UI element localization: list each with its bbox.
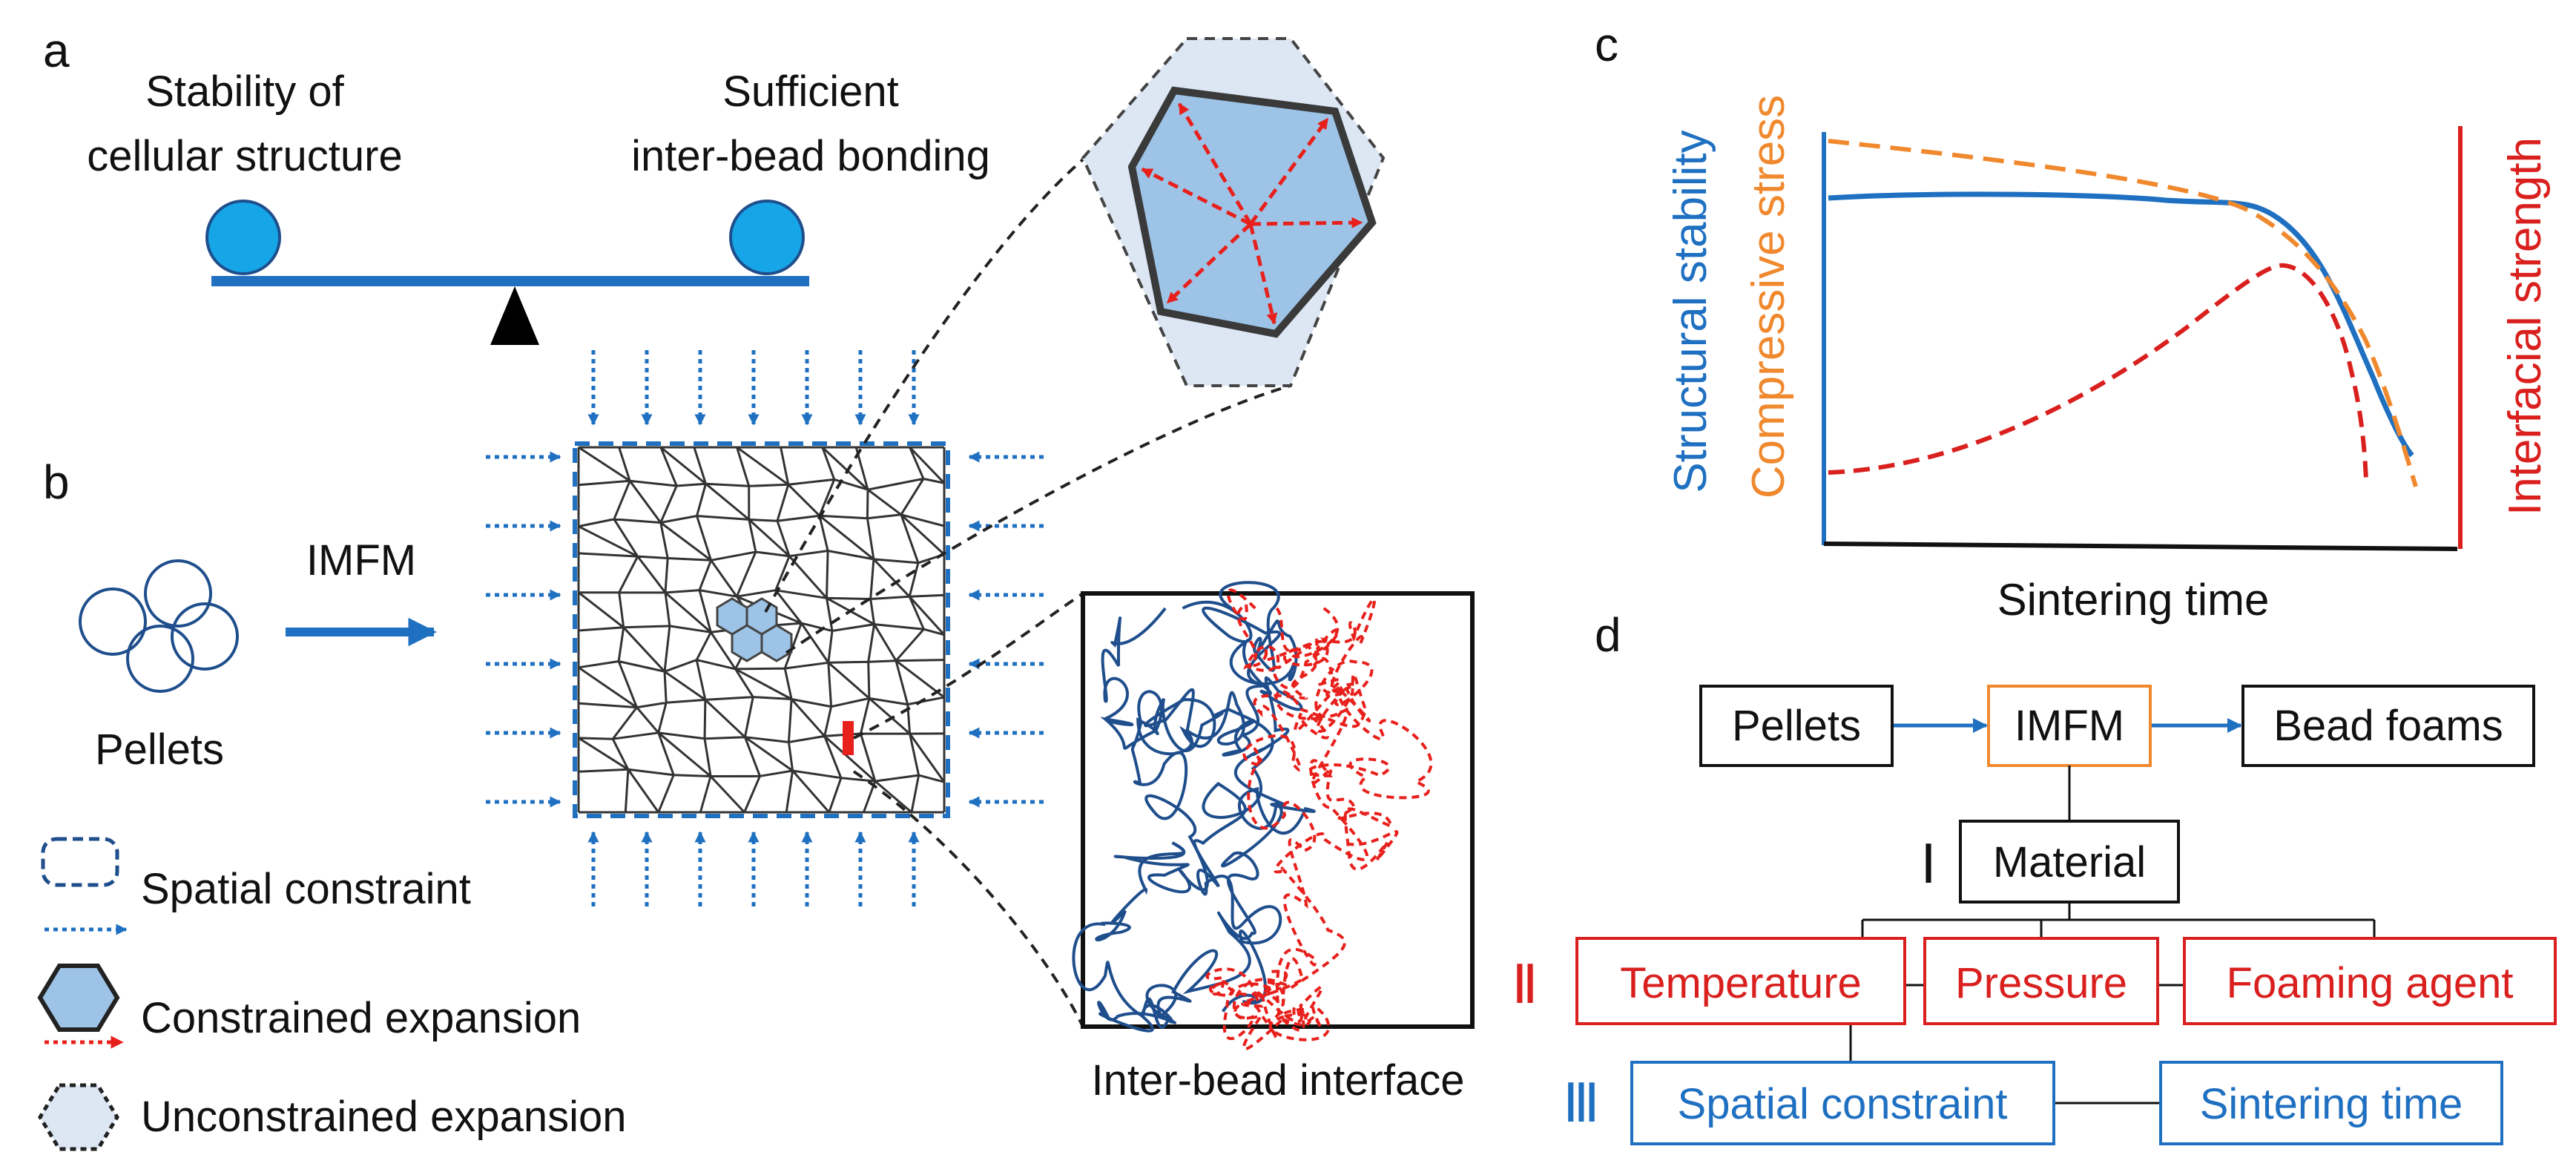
imfm-box — [1987, 685, 2152, 767]
imfm-label: IMFM — [306, 536, 416, 585]
panel-a-label: a — [43, 24, 70, 77]
polymer-chain — [1205, 597, 1433, 1040]
legend-constrained-expansion: Constrained expansion — [141, 994, 581, 1042]
constrained-cell — [1127, 86, 1377, 338]
zoom-lines — [764, 158, 1291, 1027]
pressure-box-label: Pressure — [1955, 959, 2127, 1007]
hexagon-zoom — [1081, 37, 1386, 387]
pellets-label: Pellets — [95, 725, 224, 774]
sintering-time-box-label: Sintering time — [2200, 1080, 2463, 1128]
pellets-icon — [79, 559, 239, 693]
balance-beam — [211, 276, 809, 286]
pellets-box — [1699, 685, 1894, 767]
material-box — [1959, 820, 2180, 904]
fulcrum — [490, 286, 539, 345]
panel-a: a Stability of cellular structure Suffic… — [43, 24, 990, 345]
left-ball — [205, 200, 281, 275]
interface-marker — [843, 721, 854, 755]
x-axis — [1823, 542, 2458, 551]
tree-connectors — [1849, 766, 2376, 1105]
legend-spatial-constraint: Spatial constraint — [141, 865, 471, 913]
ylabel-compressive-stress: Compressive stress — [1743, 95, 1794, 498]
compressive-stress-curve — [1828, 139, 2418, 487]
material-box-label: Material — [1993, 838, 2146, 886]
temperature-box-label: Temperature — [1620, 959, 1862, 1007]
panel-c-label: c — [1595, 18, 1618, 71]
interface-frame — [1081, 591, 1475, 1029]
panel-b: b Pellets IMFM — [37, 37, 1475, 1151]
xlabel-sintering-time: Sintering time — [1997, 575, 2270, 625]
level-2-roman: Ⅱ — [1512, 955, 1538, 1015]
constrained-cells — [716, 597, 793, 662]
panel-d-label: d — [1595, 608, 1621, 662]
constraint-arrows — [486, 350, 1044, 906]
foaming-agent-box — [2183, 937, 2557, 1025]
legend-unconstrained-expansion: Unconstrained expansion — [141, 1093, 627, 1141]
polymer-chain — [1226, 588, 1399, 871]
constraint-box — [486, 350, 1044, 906]
polymer-chain — [1072, 607, 1209, 1029]
pressure-box — [1923, 937, 2159, 1025]
foam-cells — [577, 446, 946, 814]
interface-caption: Inter-bead interface — [1092, 1056, 1465, 1105]
temperature-box — [1575, 937, 1906, 1025]
sintering-time-box — [2159, 1061, 2503, 1145]
right-ball — [729, 200, 805, 275]
constrained-expansion-icon — [37, 964, 120, 1032]
level-1-roman: Ⅰ — [1920, 835, 1936, 895]
bead-foams-box — [2241, 685, 2535, 767]
spatial-constraint-box-label: Spatial constraint — [1678, 1080, 2008, 1128]
structural-stability-curve — [1828, 191, 2414, 458]
interface-box: Inter-bead interface — [1072, 581, 1475, 1105]
foaming-agent-box-label: Foaming agent — [2227, 959, 2514, 1007]
polymer-chain — [1233, 607, 1331, 1051]
panel-a-left-line2: cellular structure — [87, 132, 402, 180]
spatial-constraint-icon — [41, 837, 119, 887]
spatial-constraint-box — [1630, 1061, 2055, 1145]
spatial-constraint-frame — [573, 441, 950, 818]
cell-walls — [577, 446, 946, 814]
panel-b-label: b — [43, 455, 70, 509]
panel-a-right-line1: Sufficient — [722, 68, 899, 116]
interfacial-strength-curve — [1828, 263, 2368, 479]
bead-foams-box-label: Bead foams — [2273, 702, 2503, 750]
expansion-arrows — [1141, 102, 1363, 325]
ylabel-interfacial-strength: Interfacial strength — [2500, 137, 2551, 516]
polymer-chains — [1072, 581, 1433, 1051]
legend: Spatial constraint Constrained expansion… — [37, 837, 627, 1151]
pellets-box-label: Pellets — [1732, 702, 1861, 750]
ylabel-structural-stability: Structural stability — [1665, 130, 1716, 493]
imfm-box-label: IMFM — [2015, 702, 2124, 750]
panel-d: d Pellets IMFM Bead foams Ⅰ Material Ⅱ — [1512, 608, 2557, 1145]
panel-c: c Structural stability Compressive stres… — [1595, 18, 2551, 625]
panel-a-left-line1: Stability of — [145, 68, 344, 116]
level-3-roman: Ⅲ — [1563, 1074, 1600, 1133]
panel-a-right-line2: inter-bead bonding — [631, 132, 990, 180]
unconstrained-expansion-icon — [38, 1083, 119, 1151]
